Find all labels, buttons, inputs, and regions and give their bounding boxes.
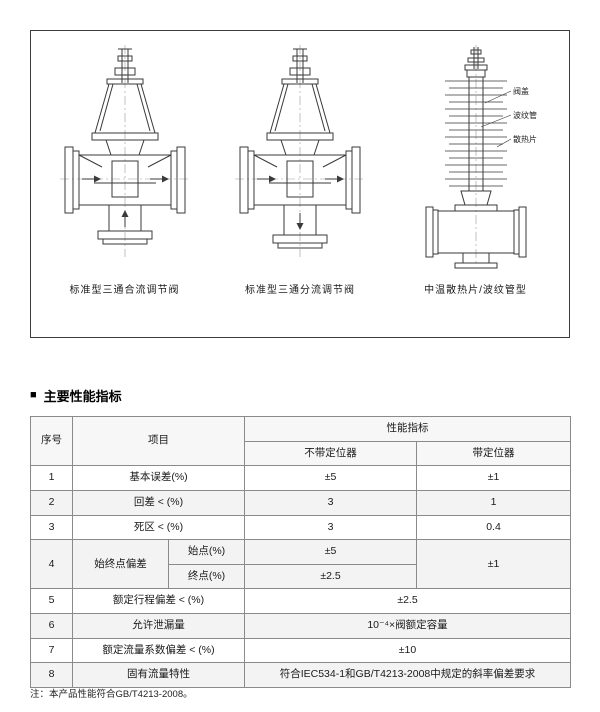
- square-bullet-icon: ■: [30, 389, 37, 401]
- section-title: ■ 主要性能指标: [30, 386, 122, 405]
- valve-figure-box: 标准型三通合流调节阀: [30, 30, 570, 338]
- cell-with: ±1: [416, 539, 571, 590]
- cell-with: 1: [416, 489, 571, 516]
- valve-finned-label: 中温散热片/波纹管型: [424, 285, 527, 296]
- table-row-7: 7 额定流量系数偏差 < (%) ±10: [30, 637, 571, 664]
- cell-item: 固有流量特性: [72, 662, 245, 689]
- valve-converging-drawing: [59, 45, 190, 257]
- cell-without: 3: [244, 514, 417, 541]
- valve-diverging-label: 标准型三通分流调节阀: [245, 285, 355, 296]
- table-row-4a: 4 始终点偏差 始点(%) ±5 ±1: [30, 539, 571, 590]
- cell-with: 0.4: [416, 514, 571, 541]
- valve-diverging-drawing: [235, 45, 365, 257]
- cell-item: 基本误差(%): [72, 465, 245, 491]
- header-with-positioner: 带定位器: [416, 440, 571, 467]
- table-row-8: 8 固有流量特性 符合IEC534-1和GB/T4213-2008中规定的斜率偏…: [30, 662, 571, 689]
- cell-subitem-start: 始点(%): [168, 539, 245, 565]
- callout-fins-label: 散热片: [513, 134, 537, 144]
- cell-item: 始终点偏差: [72, 539, 169, 590]
- cell-without: ±2.5: [244, 563, 417, 590]
- table-row-6: 6 允许泄漏量 10⁻⁴×阀额定容量: [30, 613, 571, 639]
- cell-item: 额定行程偏差 < (%): [72, 588, 245, 615]
- cell-value: 10⁻⁴×阀额定容量: [244, 613, 571, 639]
- cell-without: ±5: [244, 465, 417, 491]
- valve-diverging: 标准型三通分流调节阀: [218, 43, 382, 296]
- cell-no: 3: [30, 514, 73, 541]
- cell-value: ±2.5: [244, 588, 571, 615]
- valve-finned: 阀盖 波纹管 散热片 中温散热片/波纹管型: [394, 43, 558, 296]
- header-without-positioner: 不带定位器: [244, 440, 417, 467]
- table-row-2: 2 回差 < (%) 3 1: [30, 489, 571, 516]
- cell-value: 符合IEC534-1和GB/T4213-2008中规定的斜率偏差要求: [244, 662, 571, 689]
- table-row-1: 1 基本误差(%) ±5 ±1: [30, 465, 571, 491]
- cell-without: 3: [244, 489, 417, 516]
- callout-bellows-label: 波纹管: [513, 110, 537, 120]
- cell-no: 5: [30, 588, 73, 615]
- cell-no: 2: [30, 489, 73, 516]
- cell-item: 允许泄漏量: [72, 613, 245, 639]
- cell-item: 死区 < (%): [72, 514, 245, 541]
- header-no: 序号: [30, 415, 73, 467]
- table-row-3: 3 死区 < (%) 3 0.4: [30, 514, 571, 541]
- cell-value: ±10: [244, 637, 571, 664]
- cell-item: 额定流量系数偏差 < (%): [72, 637, 245, 664]
- header-item: 项目: [72, 415, 245, 467]
- cell-no: 6: [30, 613, 73, 639]
- header-performance: 性能指标: [244, 416, 571, 442]
- valve-finned-drawing: 阀盖 波纹管 散热片: [425, 45, 537, 269]
- cell-subitem-end: 终点(%): [168, 563, 245, 590]
- cell-with: ±1: [416, 465, 571, 491]
- table-row-5: 5 额定行程偏差 < (%) ±2.5: [30, 588, 571, 615]
- valve-converging: 标准型三通合流调节阀: [43, 43, 207, 296]
- callout-bonnet-label: 阀盖: [513, 86, 529, 96]
- table-row-4b: 终点(%) ±2.5: [31, 563, 571, 590]
- cell-no: 7: [30, 637, 73, 664]
- section-title-text: 主要性能指标: [43, 389, 122, 404]
- cell-without: ±5: [244, 539, 417, 565]
- cell-no: 1: [30, 465, 73, 491]
- valve-converging-label: 标准型三通合流调节阀: [69, 285, 180, 296]
- performance-table: 序号 项目 性能指标 不带定位器 带定位器 1 基本误差(%) ±5 ±1 2 …: [30, 415, 571, 689]
- cell-no: 4: [30, 539, 73, 590]
- table-header-row-1: 序号 项目 性能指标: [30, 415, 571, 467]
- cell-item: 回差 < (%): [72, 489, 245, 516]
- cell-no: 8: [30, 662, 73, 689]
- footnote: 注：本产品性能符合GB/T4213-2008。: [30, 689, 193, 700]
